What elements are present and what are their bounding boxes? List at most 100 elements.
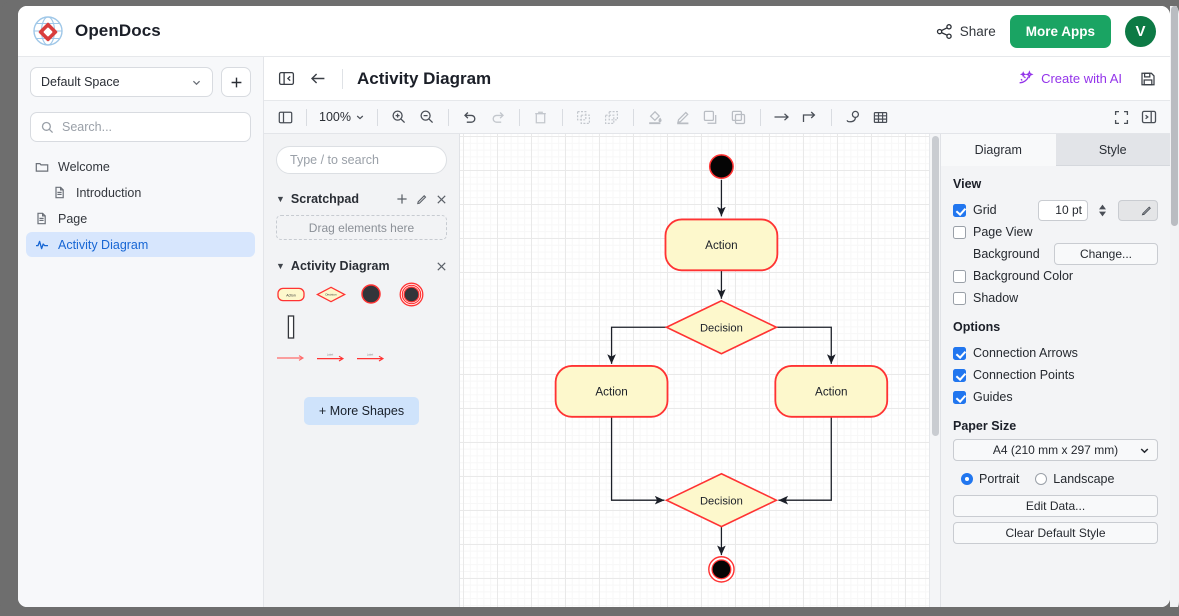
table-icon[interactable] [868, 105, 894, 129]
edit-icon[interactable] [416, 193, 428, 205]
grid-size-stepper[interactable] [1098, 204, 1107, 217]
sidebar-item-label: Page [58, 211, 88, 226]
edit-data-button[interactable]: Edit Data... [953, 495, 1158, 517]
paper-size-select[interactable]: A4 (210 mm x 297 mm) [953, 439, 1158, 461]
zoom-in-icon[interactable] [386, 105, 412, 129]
node-action3[interactable]: Action [774, 365, 889, 418]
fill-color-icon[interactable] [642, 105, 668, 129]
decision-shape[interactable]: Decision [316, 282, 346, 306]
action-shape[interactable]: Action [276, 282, 306, 306]
share-icon [936, 23, 953, 40]
clear-default-style-button[interactable]: Clear Default Style [953, 522, 1158, 544]
connection-arrows-checkbox[interactable] [953, 346, 966, 360]
shapes-panel: Type / to search ▼ Scratchpad [264, 134, 460, 607]
sidebar-item-introduction[interactable]: Introduction [26, 180, 255, 205]
grid-color-picker[interactable] [1118, 199, 1158, 221]
zoom-level-control[interactable]: 100% [315, 110, 369, 124]
shadow-icon[interactable] [698, 105, 724, 129]
node-decision1[interactable]: Decision [664, 299, 779, 355]
zoom-out-icon[interactable] [414, 105, 440, 129]
guides-checkbox[interactable] [953, 390, 966, 404]
canvas-vertical-scrollbar[interactable] [929, 134, 940, 607]
orthogonal-connector-icon[interactable] [797, 105, 823, 129]
fork-bar-shape[interactable] [276, 315, 306, 339]
grid-size-input[interactable]: 10 pt [1038, 199, 1088, 221]
landscape-radio[interactable] [1035, 473, 1048, 485]
scrollbar-thumb[interactable] [932, 136, 939, 436]
page-title: Activity Diagram [357, 68, 492, 88]
divider [632, 108, 634, 126]
triangle-down-icon: ▼ [276, 194, 285, 204]
more-apps-button[interactable]: More Apps [1009, 14, 1111, 48]
portrait-radio[interactable] [961, 473, 973, 485]
browser-scrollbar[interactable] [1170, 6, 1179, 607]
sidebar-item-label: Activity Diagram [58, 237, 149, 252]
to-front-icon[interactable] [571, 105, 597, 129]
scratchpad-dropzone[interactable]: Drag elements here [276, 215, 447, 240]
landscape-label: Landscape [1053, 472, 1115, 486]
close-icon[interactable] [436, 194, 447, 205]
background-color-checkbox[interactable] [953, 269, 966, 283]
create-with-ai-button[interactable]: Create with AI [1017, 70, 1122, 87]
sidebar-item-page[interactable]: Page [26, 206, 255, 231]
straight-connector-icon[interactable] [769, 105, 795, 129]
orientation-row: Portrait Landscape [953, 468, 1158, 490]
close-icon[interactable] [436, 261, 447, 272]
delete-icon[interactable] [528, 105, 554, 129]
activity-diagram-section-header[interactable]: ▼ Activity Diagram [276, 259, 447, 273]
brand[interactable]: OpenDocs [32, 15, 161, 47]
page-view-checkbox[interactable] [953, 225, 966, 239]
browser-scrollbar-thumb[interactable] [1171, 6, 1178, 226]
tab-style[interactable]: Style [1055, 134, 1170, 166]
node-start[interactable] [708, 154, 734, 180]
diagram-canvas[interactable]: Action Decision Action Action [460, 134, 940, 607]
format-panel-icon[interactable] [272, 105, 298, 129]
more-shapes-button[interactable]: + More Shapes [303, 397, 420, 425]
portrait-label: Portrait [979, 472, 1020, 486]
share-button[interactable]: Share [936, 23, 996, 40]
connection-points-checkbox[interactable] [953, 368, 966, 382]
scratchpad-section-header[interactable]: ▼ Scratchpad [276, 192, 447, 206]
sidebar-item-welcome[interactable]: Welcome [26, 154, 255, 179]
end-node-shape[interactable] [396, 282, 426, 306]
start-node-shape[interactable] [356, 282, 386, 306]
sidebar-item-activity-diagram[interactable]: Activity Diagram [26, 232, 255, 257]
copy-style-icon[interactable] [726, 105, 752, 129]
sidebar-item-label: Introduction [76, 185, 142, 200]
user-avatar[interactable]: V [1125, 15, 1156, 47]
tab-diagram[interactable]: Diagram [941, 134, 1056, 166]
editor-toolbar: 100% [264, 101, 1170, 134]
zoom-level-label: 100% [319, 110, 351, 124]
shadow-row: Shadow [953, 287, 1158, 309]
opendocs-logo-icon [32, 15, 64, 47]
add-space-button[interactable] [221, 67, 251, 97]
waypoints-icon[interactable] [840, 105, 866, 129]
background-change-button[interactable]: Change... [1054, 243, 1158, 265]
connector-plain[interactable] [276, 345, 306, 369]
connector-dashed[interactable]: Label [356, 345, 386, 369]
create-with-ai-label: Create with AI [1041, 71, 1122, 86]
line-color-icon[interactable] [670, 105, 696, 129]
connector-labelled[interactable]: Label [316, 345, 346, 369]
node-action1[interactable]: Action [664, 218, 779, 272]
save-icon[interactable] [1140, 71, 1156, 87]
plus-icon[interactable] [396, 193, 408, 205]
shadow-checkbox[interactable] [953, 291, 966, 305]
undo-icon[interactable] [457, 105, 483, 129]
redo-icon[interactable] [485, 105, 511, 129]
grid-checkbox[interactable] [953, 203, 966, 217]
node-action2[interactable]: Action [554, 365, 669, 418]
to-back-icon[interactable] [599, 105, 625, 129]
arrow-left-icon[interactable] [309, 69, 328, 88]
panel-left-icon[interactable] [278, 70, 295, 87]
space-selector[interactable]: Default Space [30, 67, 213, 97]
sidebar-search[interactable] [30, 112, 251, 142]
node-decision2[interactable]: Decision [664, 472, 779, 528]
divider [561, 108, 563, 126]
right-panel-icon[interactable] [1136, 105, 1162, 129]
shape-search-input[interactable]: Type / to search [276, 146, 447, 174]
fullscreen-icon[interactable] [1108, 105, 1134, 129]
node-end[interactable] [708, 556, 735, 583]
search-input[interactable] [62, 120, 240, 134]
